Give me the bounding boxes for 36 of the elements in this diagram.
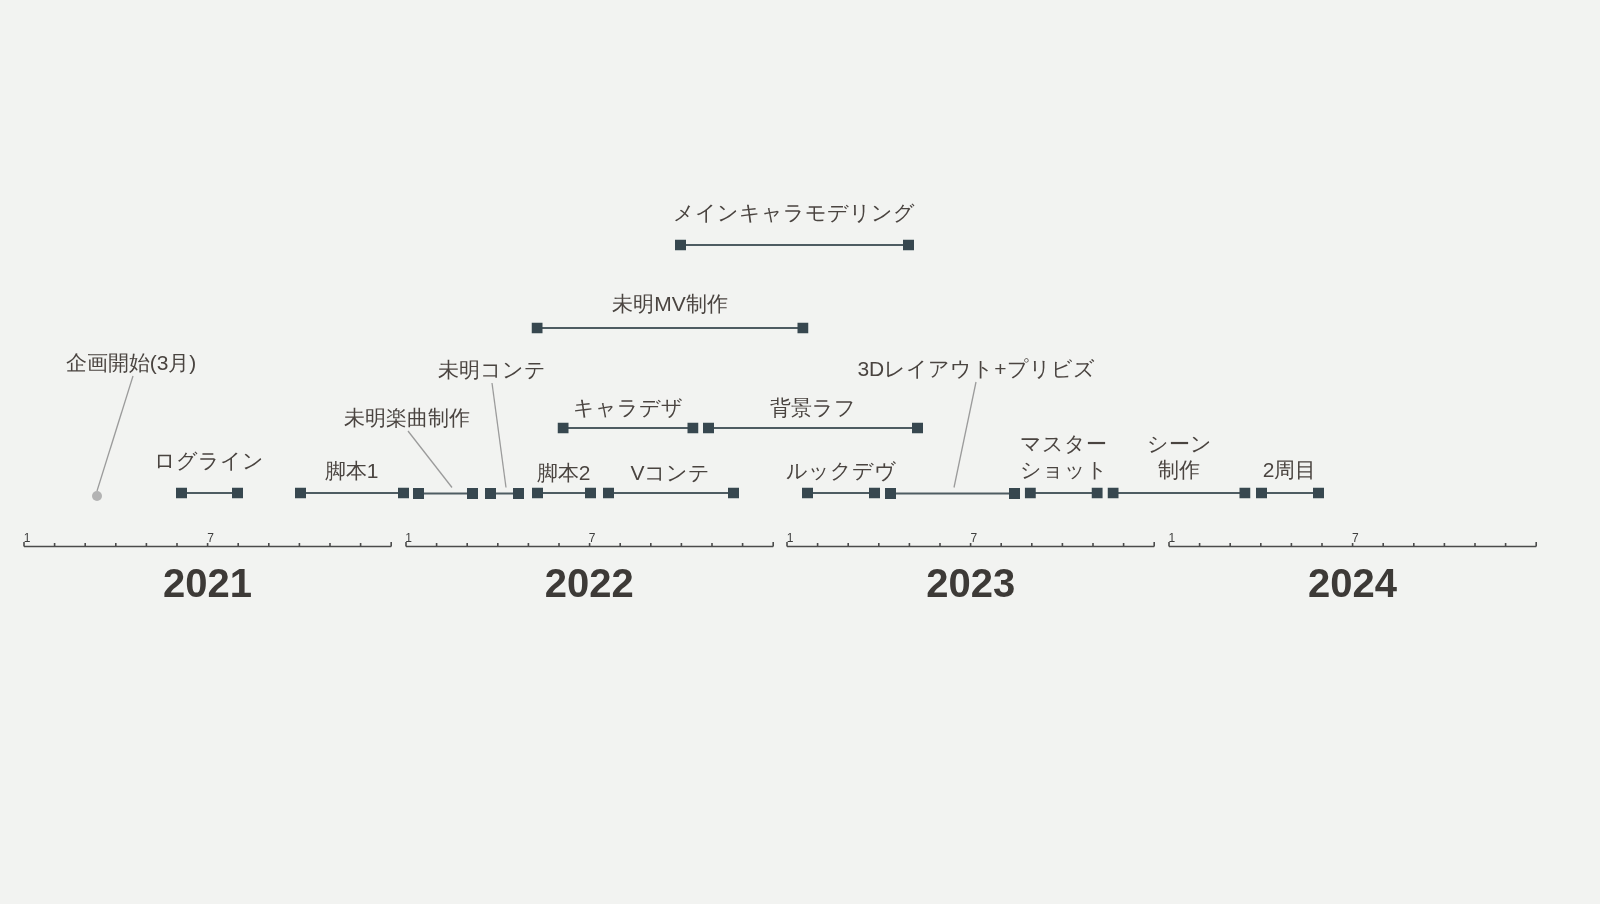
month-label: 7 [970, 532, 978, 544]
month-label: 1 [786, 532, 794, 544]
milestone-dot [92, 491, 102, 501]
task-label: 脚本1 [324, 457, 379, 483]
task-label: マスターショット [1018, 430, 1109, 482]
task-label: シーン制作 [1145, 430, 1213, 482]
task-label: ルックデヴ [785, 457, 896, 483]
task-label: 未明コンテ [438, 357, 546, 383]
task-label: 脚本2 [536, 459, 591, 485]
leader-line [491, 382, 507, 489]
year-label: 2022 [544, 561, 634, 605]
task-label: 3Dレイアウト+プリビズ [857, 356, 1095, 382]
leader-line [953, 381, 977, 489]
month-label: 1 [405, 532, 412, 544]
task-label: Vコンテ [630, 459, 711, 485]
month-label: 1 [1168, 532, 1176, 544]
task-label: ログライン [154, 447, 264, 473]
year-label: 2023 [926, 561, 1016, 605]
leader-line [96, 375, 134, 492]
duration-bar [484, 487, 524, 499]
task-label: 未明楽曲制作 [344, 405, 470, 431]
task-label: 企画開始(3月) [65, 350, 197, 376]
task-label: キャラデザ [573, 394, 683, 420]
year-label: 2021 [163, 561, 253, 605]
task-label: 背景ラフ [769, 394, 856, 420]
month-label: 7 [588, 532, 596, 544]
year-label: 2024 [1307, 561, 1397, 605]
task-label: メインキャラモデリング [673, 199, 915, 225]
month-label: 1 [23, 532, 31, 544]
task-label: 2周目 [1262, 456, 1317, 482]
duration-bar [412, 487, 478, 499]
duration-bar [884, 487, 1020, 499]
leader-line [407, 430, 453, 489]
task-label: 未明MV制作 [612, 290, 728, 316]
month-label: 7 [1352, 532, 1359, 544]
month-label: 7 [207, 532, 214, 544]
